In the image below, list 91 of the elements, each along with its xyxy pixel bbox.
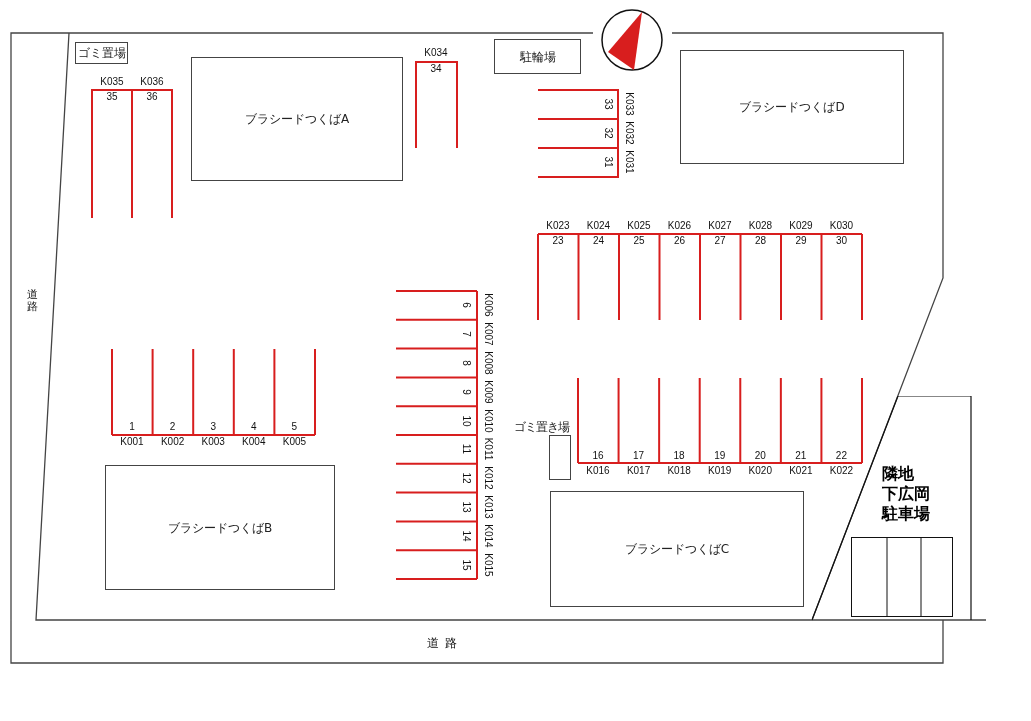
- stall-label: 35: [106, 92, 118, 102]
- stall-label: K033: [624, 92, 634, 116]
- stall-label: 1: [129, 422, 135, 432]
- stall-label: 20: [754, 451, 766, 461]
- stall-label: 36: [146, 92, 158, 102]
- stall-label: K015: [483, 552, 493, 577]
- stall-label: 34: [430, 64, 442, 74]
- stall-label: K012: [483, 466, 493, 490]
- stall-label: K010: [483, 408, 493, 433]
- stall-label: K007: [483, 322, 493, 346]
- stall-label: K030: [829, 221, 854, 231]
- stall-label: 3: [210, 422, 216, 432]
- stall-label: K023: [546, 221, 570, 231]
- building-box: [550, 491, 804, 607]
- stall-label: K022: [829, 466, 854, 476]
- stall-label: K002: [160, 437, 185, 447]
- area-label: 下広岡: [882, 484, 930, 504]
- stall-label: 2: [169, 422, 176, 432]
- stall-label: K005: [282, 437, 307, 447]
- stall-label: K016: [586, 466, 610, 476]
- stall-label: 29: [795, 236, 807, 246]
- stall-label: K006: [483, 293, 493, 318]
- stall-label: K024: [586, 221, 611, 231]
- building-box: [191, 57, 403, 181]
- stall-label: 33: [603, 98, 613, 110]
- stall-label: 31: [603, 156, 613, 168]
- stall-label: 19: [714, 451, 726, 461]
- stall-label: K036: [140, 77, 164, 87]
- stall-label: 7: [461, 331, 471, 337]
- area-label: ゴミ置き場: [514, 420, 569, 434]
- stall-label: 11: [461, 444, 471, 455]
- area-label: ゴミ置場: [77, 46, 126, 60]
- stall-label: 15: [461, 559, 471, 571]
- neighbor-lot-area: [812, 396, 972, 621]
- stall-label: K019: [708, 466, 732, 476]
- stall-label: K028: [748, 221, 773, 231]
- stall-label: 8: [461, 360, 471, 366]
- stall-label: 28: [754, 236, 767, 246]
- stall-label: 27: [714, 236, 726, 246]
- stall-label: K009: [483, 380, 493, 404]
- road-label: 道路: [427, 637, 463, 649]
- stall-label: K027: [708, 221, 732, 231]
- building-label: ブラシードつくばB: [167, 520, 273, 535]
- stall-label: 10: [461, 415, 471, 427]
- stall-label: 22: [835, 451, 847, 461]
- stall-label: 24: [592, 236, 605, 246]
- road-label: 道路: [26, 287, 38, 313]
- stall-label: K035: [100, 77, 124, 87]
- stall-label: K029: [789, 221, 813, 231]
- stall-label: 5: [291, 422, 298, 432]
- building-box: [680, 50, 904, 164]
- area-label: 駐輪場: [519, 49, 556, 64]
- area-label: 駐車場: [882, 504, 930, 524]
- stall-label: 16: [592, 451, 604, 461]
- stall-label: K026: [667, 221, 692, 231]
- stall-label: K017: [626, 466, 651, 476]
- stall-label: 14: [461, 530, 471, 542]
- stall-label: 18: [673, 451, 685, 461]
- stall-label: 17: [633, 451, 645, 461]
- stall-label: 12: [461, 472, 471, 484]
- stall-label: K034: [424, 48, 448, 58]
- stall-label: K008: [483, 351, 493, 375]
- stall-label: 26: [673, 236, 686, 246]
- building-box: [105, 465, 335, 590]
- stall-label: 13: [461, 501, 471, 513]
- stall-label: K001: [120, 437, 144, 447]
- building-label: ブラシードつくばD: [739, 100, 845, 114]
- stall-label: K031: [624, 150, 634, 174]
- stall-label: 30: [835, 236, 848, 246]
- stall-label: 9: [461, 389, 471, 395]
- stall-label: K004: [242, 437, 266, 447]
- stall-label: K032: [624, 121, 634, 145]
- stall-label: 4: [251, 422, 257, 432]
- stall-label: K021: [789, 466, 813, 476]
- bicycle-parking-box: [494, 39, 581, 74]
- stall-label: K013: [483, 495, 493, 519]
- stall-label: 6: [461, 302, 471, 309]
- building-label: ブラシードつくばC: [624, 542, 730, 556]
- building-label: ブラシードつくばA: [244, 112, 350, 126]
- area-label: 隣地: [882, 464, 915, 484]
- stall-label: 32: [603, 127, 613, 139]
- stall-label: K018: [667, 466, 691, 476]
- stall-label: K011: [483, 438, 493, 461]
- stall-label: K025: [627, 221, 651, 231]
- stall-label: 25: [633, 236, 645, 246]
- parking-lot-drawing: [851, 537, 953, 617]
- stall-label: K003: [201, 437, 225, 447]
- stall-label: 21: [795, 451, 807, 461]
- stall-label: K014: [483, 524, 493, 548]
- stall-label: 23: [552, 236, 564, 246]
- stall-label: K020: [748, 466, 772, 476]
